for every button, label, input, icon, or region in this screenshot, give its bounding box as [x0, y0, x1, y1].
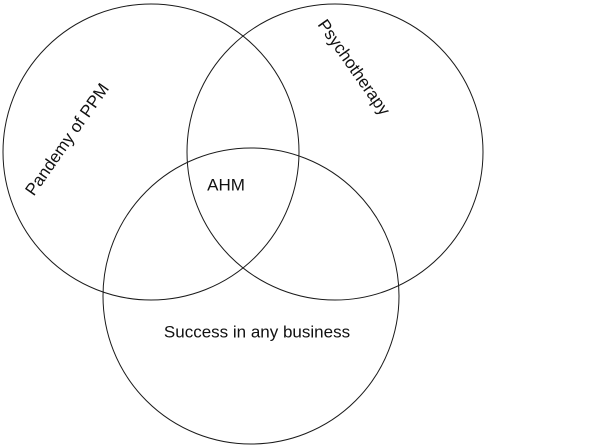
labels: Pandemy of PPM Psychotherapy Success in …	[21, 16, 394, 342]
circle-pandemy-of-ppm	[2, 3, 300, 301]
circle-success-in-any-business	[102, 147, 400, 445]
label-psychotherapy: Psychotherapy	[314, 16, 394, 119]
circle-psychotherapy	[186, 3, 484, 301]
circles	[2, 3, 484, 445]
label-success-in-any-business: Success in any business	[164, 322, 350, 341]
label-pandemy-of-ppm: Pandemy of PPM	[21, 80, 112, 199]
label-intersection-ahm: AHM	[207, 175, 245, 194]
